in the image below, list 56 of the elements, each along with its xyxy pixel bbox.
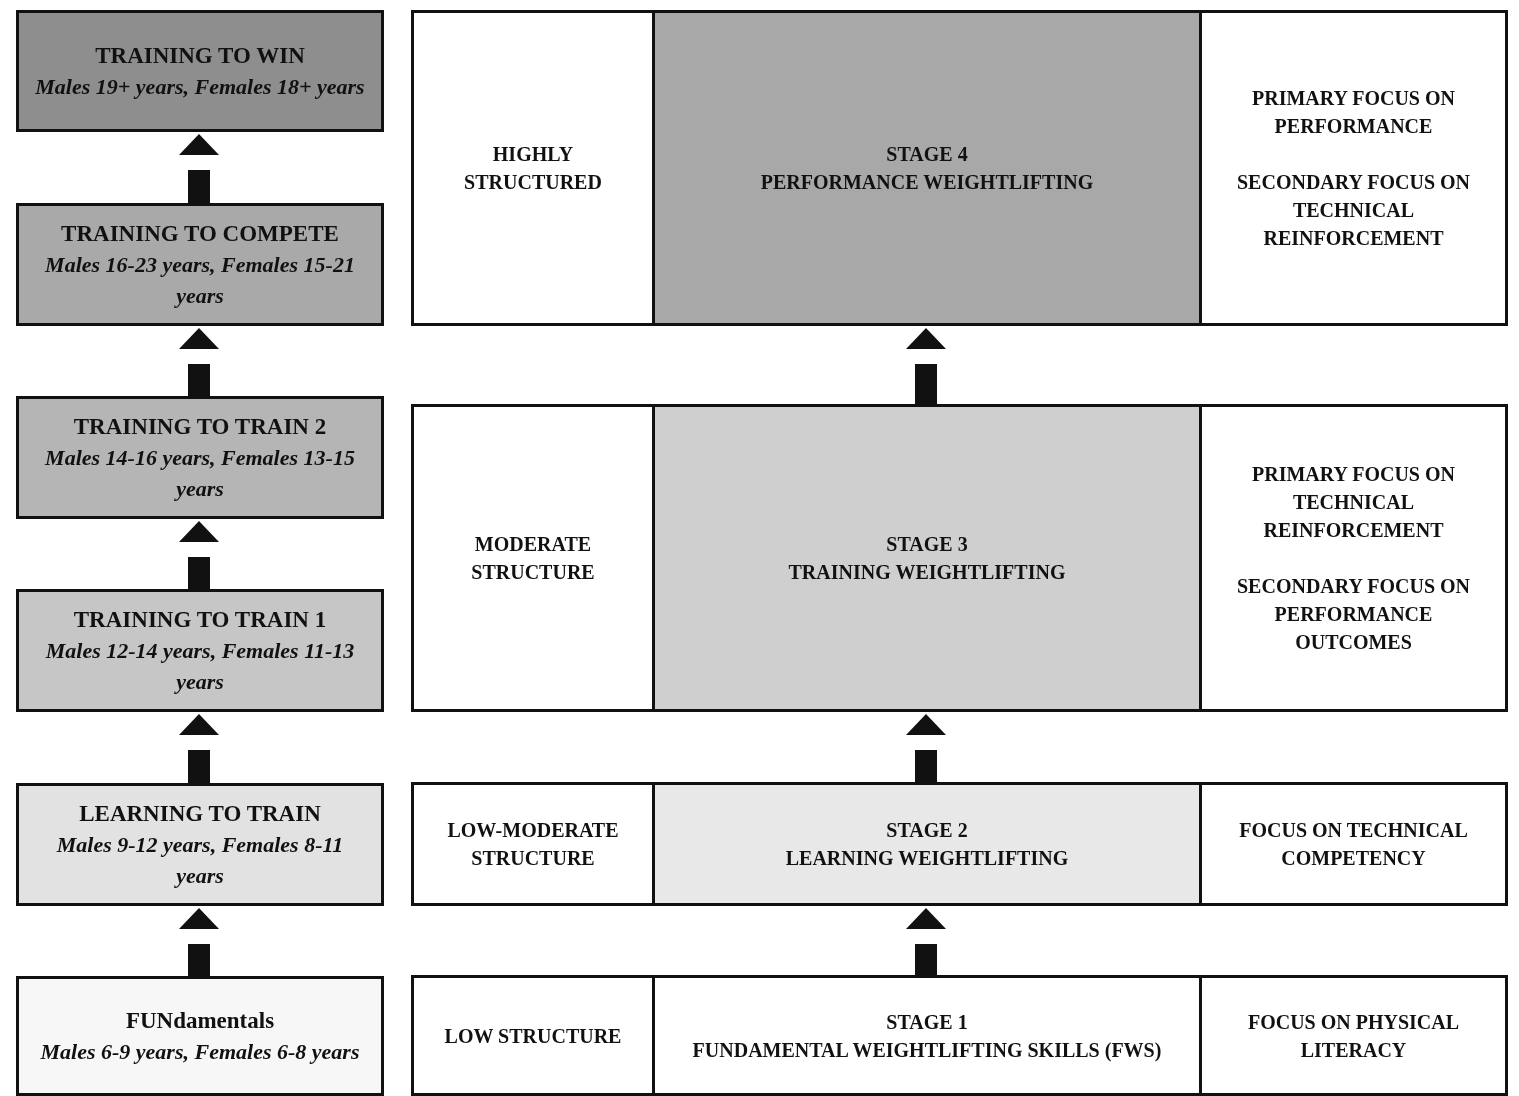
structure-level: LOW STRUCTURE (444, 1023, 622, 1049)
age-range: Males 6-9 years, Females 6-8 years (40, 1037, 360, 1066)
stage-box (16, 976, 384, 1096)
structure-box (411, 10, 655, 326)
arrow (179, 134, 219, 203)
focus-text: SECONDARY FOCUS ON TECHNICAL REINFORCEMENT (1236, 170, 1471, 251)
stage-box (16, 203, 384, 326)
arrow (906, 328, 946, 404)
stage-number: STAGE 1 (886, 1009, 968, 1035)
stage-title: FUNDAMENTAL WEIGHTLIFTING SKILLS (FWS) (692, 1037, 1162, 1064)
age-range: Males 12-14 years, Females 11-13 years (44, 636, 356, 696)
arrow (179, 328, 219, 396)
stage-title: LEARNING TO TRAIN (79, 799, 321, 828)
age-range: Males 9-12 years, Females 8-11 years (55, 830, 345, 890)
structure-box (411, 782, 655, 906)
focus-box (1199, 404, 1508, 712)
arrow (179, 908, 219, 976)
stage-title: PERFORMANCE WEIGHTLIFTING (760, 170, 1094, 195)
stage-number: STAGE 4 (886, 142, 968, 167)
stage-box (652, 10, 1202, 326)
stage-title: LEARNING WEIGHTLIFTING (785, 846, 1069, 871)
stage-box (16, 783, 384, 906)
stage-title: TRAINING TO TRAIN 2 (73, 412, 327, 441)
focus-text: FOCUS ON TECHNICAL COMPETENCY (1238, 818, 1469, 871)
stage-box (16, 10, 384, 132)
structure-box (411, 975, 655, 1096)
stage-box (652, 782, 1202, 906)
age-range: Males 14-16 years, Females 13-15 years (43, 443, 356, 503)
focus-box (1199, 782, 1508, 906)
arrow (179, 714, 219, 783)
stage-number: STAGE 3 (886, 532, 968, 557)
stage-box (652, 404, 1202, 712)
structure-level: HIGHLY STRUCTURED (463, 142, 603, 195)
focus-box (1199, 10, 1508, 326)
arrow (906, 714, 946, 782)
focus-text: PRIMARY FOCUS ON PERFORMANCE (1251, 86, 1456, 139)
focus-text: PRIMARY FOCUS ON TECHNICAL REINFORCEMENT (1251, 462, 1456, 543)
focus-text: SECONDARY FOCUS ON PERFORMANCE OUTCOMES (1236, 574, 1471, 655)
focus-text: FOCUS ON PHYSICAL LITERACY (1246, 1009, 1461, 1063)
age-range: Males 19+ years, Females 18+ years (35, 72, 365, 101)
stage-title: TRAINING TO COMPETE (61, 219, 339, 248)
arrow (179, 521, 219, 589)
structure-level: MODERATE STRUCTURE (470, 532, 596, 585)
stage-title: FUNdamentals (125, 1006, 275, 1035)
stage-title: TRAINING TO TRAIN 1 (73, 605, 327, 634)
stage-box (16, 589, 384, 712)
structure-level: LOW-MODERATE STRUCTURE (446, 818, 620, 871)
focus-box (1199, 975, 1508, 1096)
stage-title: TRAINING TO WIN (95, 41, 305, 70)
arrow (906, 908, 946, 975)
structure-box (411, 404, 655, 712)
stage-number: STAGE 2 (886, 818, 968, 843)
stage-title: TRAINING WEIGHTLIFTING (788, 560, 1066, 585)
stage-box (652, 975, 1202, 1096)
age-range: Males 16-23 years, Females 15-21 years (43, 250, 356, 310)
stage-box (16, 396, 384, 519)
